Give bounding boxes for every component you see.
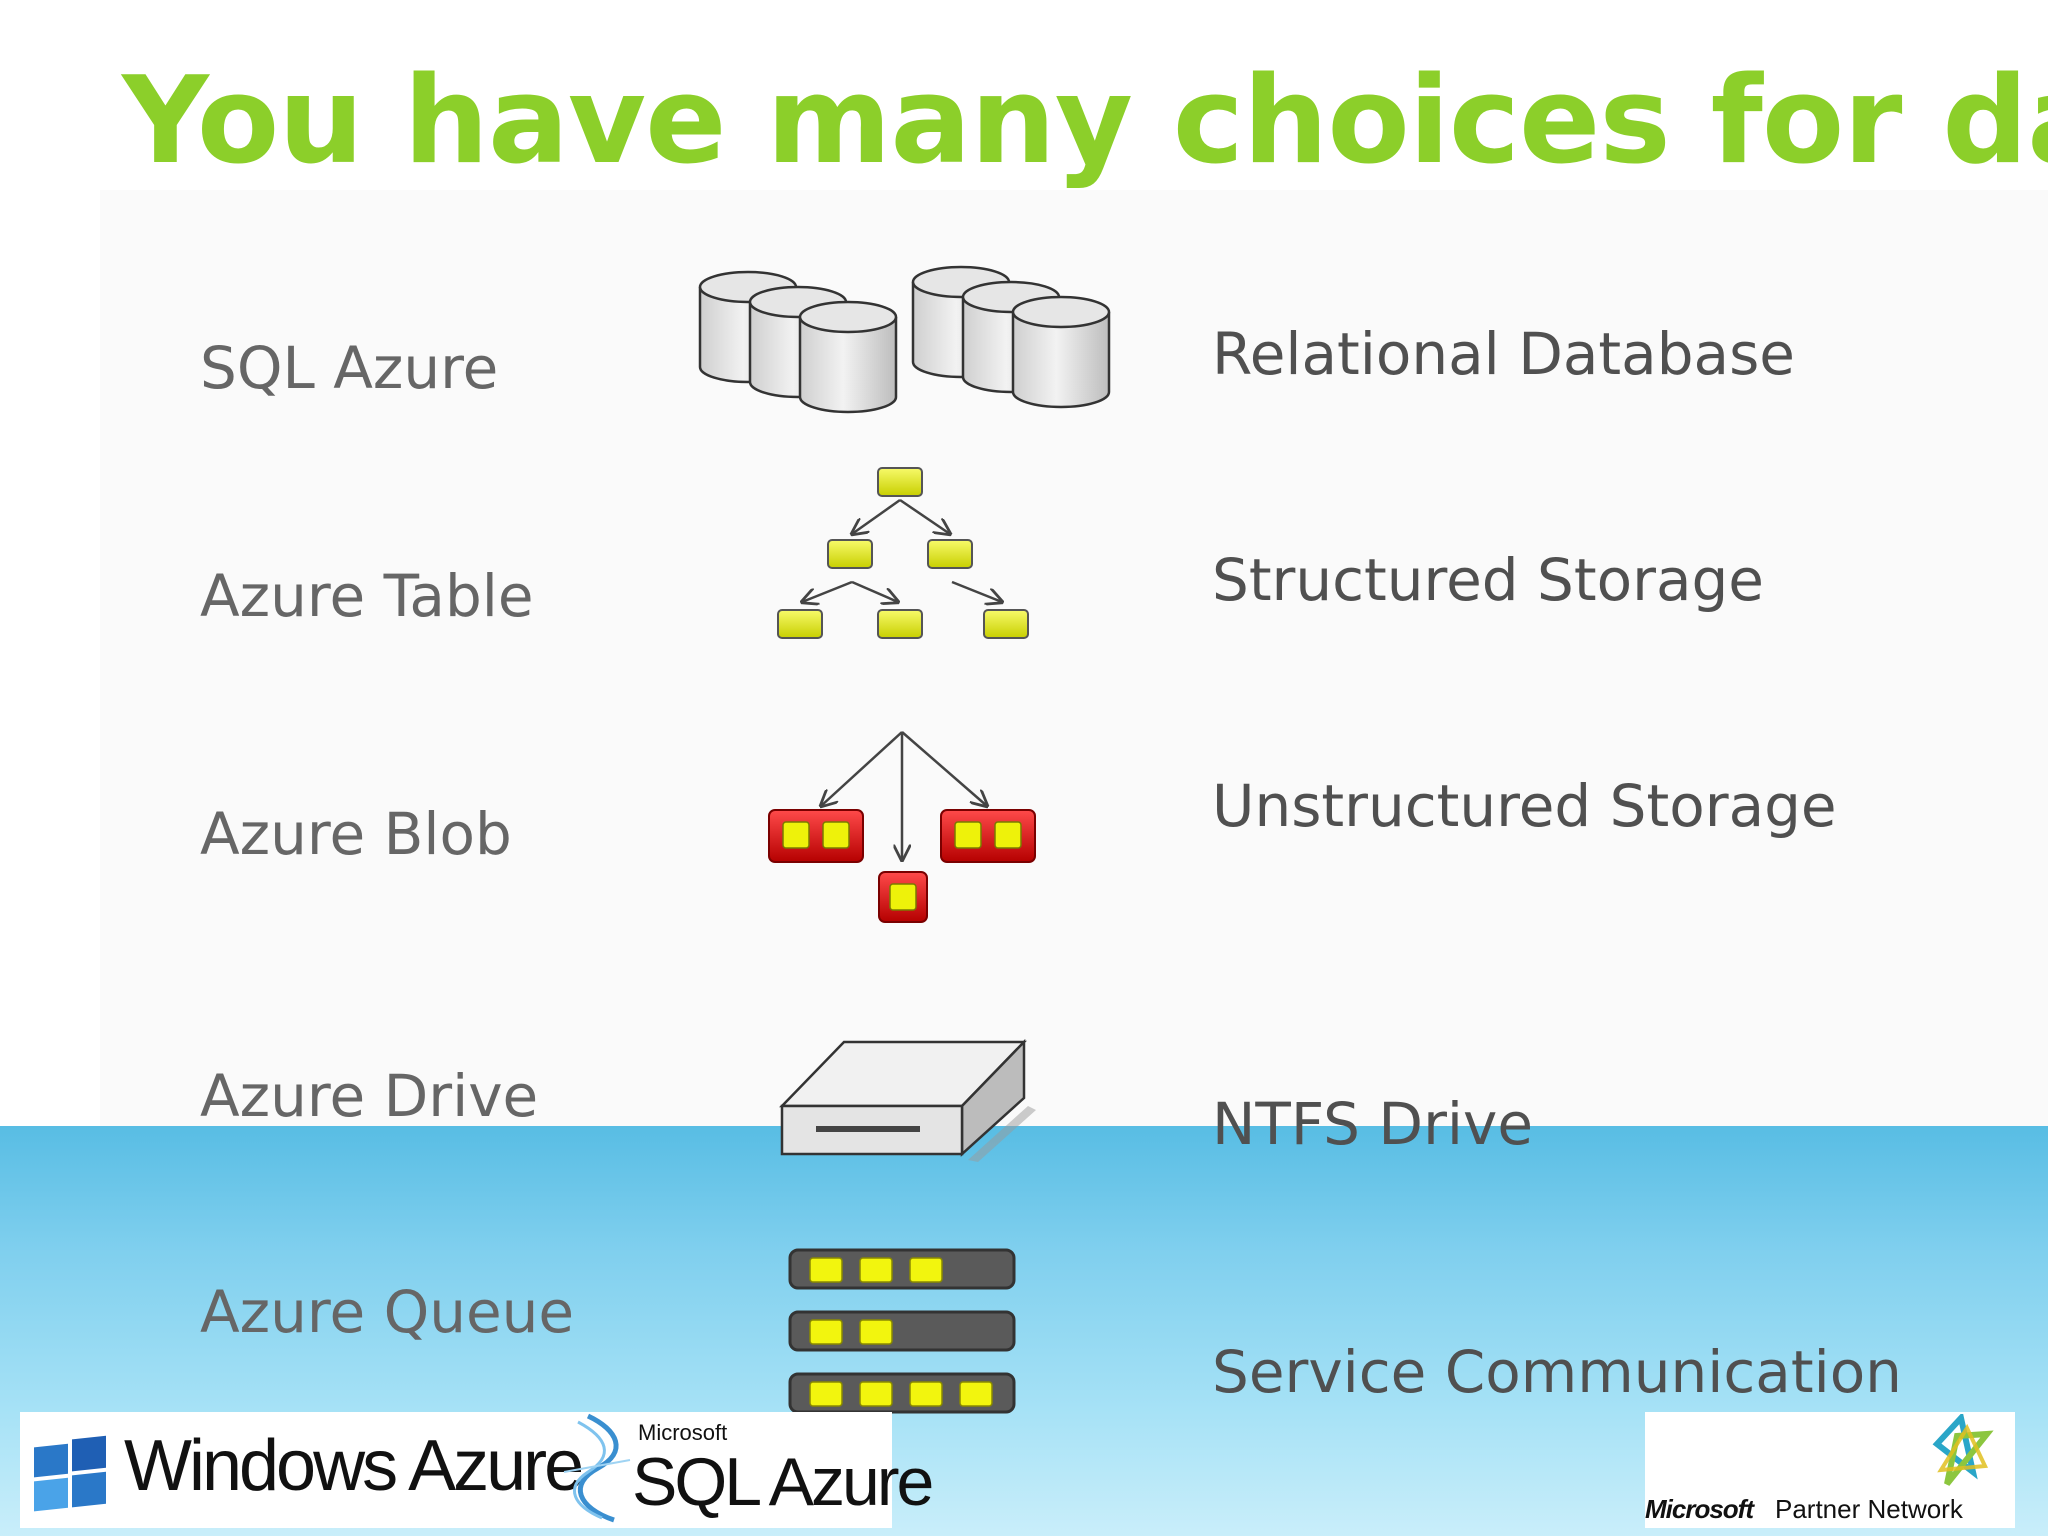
- row-label-azure-queue: Azure Queue: [200, 1278, 575, 1346]
- blob-containers-icon: [765, 728, 1045, 928]
- row-description-ntfs-drive: NTFS Drive: [1212, 1090, 1534, 1158]
- windows-azure-wordmark: Windows Azure: [124, 1426, 584, 1506]
- row-description-unstructured-storage: Unstructured Storage: [1212, 772, 1837, 840]
- partner-network-star-icon: [1927, 1414, 1997, 1492]
- row-description-relational-database: Relational Database: [1212, 320, 1795, 388]
- database-cylinders-icon: [695, 262, 1125, 432]
- row-description-structured-storage: Structured Storage: [1212, 546, 1764, 614]
- microsoft-partner-network-logo: Microsoft Partner Network: [1645, 1412, 2015, 1528]
- windows-azure-sql-azure-logo: Windows Azure Microsoft SQL Azure: [20, 1412, 934, 1528]
- slide-title: You have many choices for data: [122, 52, 2048, 191]
- mpn-partner-network-wordmark: Partner Network: [1775, 1494, 1963, 1524]
- microsoft-small-wordmark: Microsoft: [638, 1420, 728, 1445]
- row-label-sql-azure: SQL Azure: [200, 334, 499, 402]
- windows-flag-icon: [28, 1434, 112, 1516]
- mpn-microsoft-wordmark: Microsoft: [1645, 1494, 1754, 1524]
- row-description-service-communication: Service Communication: [1212, 1338, 1902, 1406]
- message-queue-icon: [788, 1246, 1018, 1416]
- row-label-azure-drive: Azure Drive: [200, 1062, 539, 1130]
- tree-hierarchy-icon: [770, 462, 1040, 642]
- disk-drive-icon: [778, 1036, 1048, 1166]
- sql-azure-wordmark: SQL Azure: [632, 1444, 934, 1520]
- row-label-azure-table: Azure Table: [200, 562, 534, 630]
- sql-swirl-icon: [558, 1412, 638, 1524]
- row-label-azure-blob: Azure Blob: [200, 800, 512, 868]
